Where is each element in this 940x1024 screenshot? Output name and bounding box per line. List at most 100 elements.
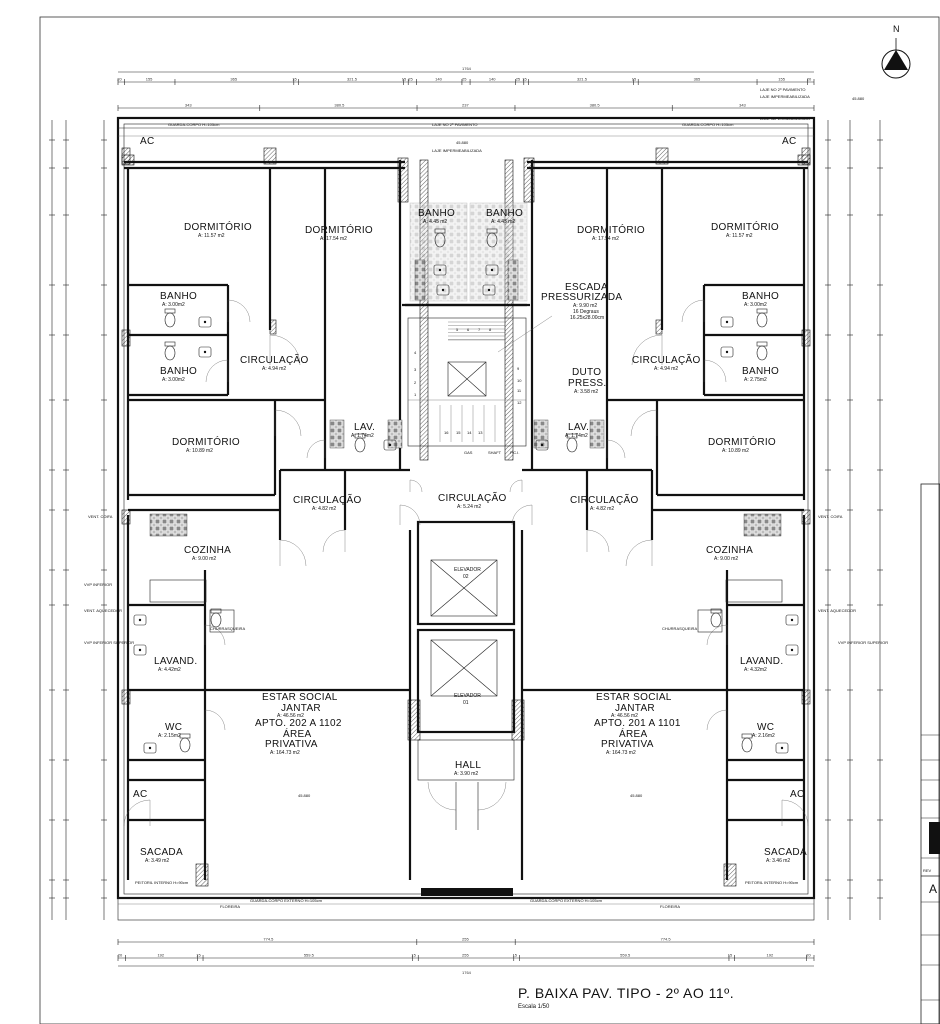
- bottom-dim-value: 774.5: [661, 937, 672, 942]
- pci-label: P.C.I.: [510, 450, 520, 455]
- door-swing: [269, 334, 301, 366]
- bottom-dim2-value: 15: [728, 953, 733, 958]
- column: [195, 863, 209, 887]
- stair-step-number: 10: [517, 378, 522, 383]
- drain-icon: [487, 288, 491, 292]
- kitchen-counter: [725, 579, 783, 603]
- floreira-left-label: FLOREIRA: [220, 904, 240, 909]
- elevador-02-num: 02: [463, 574, 469, 580]
- sink-icon: [485, 264, 499, 276]
- top-dim2-value: 343: [739, 103, 746, 108]
- stair-step-number: 4: [414, 350, 417, 355]
- toilet-icon: [741, 737, 753, 753]
- top-dim2-value: 380.5: [590, 103, 601, 108]
- bottom-dim2-value: 15: [411, 953, 416, 958]
- right-dorm2-area: A: 17.54 m2: [592, 236, 619, 242]
- door-swing: [322, 529, 346, 553]
- level-marker-top: 45.880: [456, 140, 469, 145]
- vvp-left: VVP INFERIOR: [84, 582, 112, 587]
- toilet-tank-icon: [210, 608, 222, 614]
- kitchen-counter: [697, 609, 723, 633]
- bottom-dim2-value: 192: [157, 953, 164, 958]
- left-banho2-area: A: 3.00m2: [162, 377, 185, 383]
- title-block: REV A: [920, 483, 940, 1024]
- top-dim-value: 365: [230, 77, 237, 82]
- top-dim-value: 20: [807, 77, 812, 82]
- left-unit: DORMITÓRIO A: 11.57 m2 DORMITÓRIO A: 17.…: [133, 136, 375, 864]
- left-dorm1-area: A: 11.57 m2: [198, 233, 225, 239]
- sink-icon: [482, 284, 496, 296]
- column: [797, 154, 811, 166]
- door-swing: [306, 439, 326, 459]
- level-marker-right-living: 45.880: [630, 793, 643, 798]
- stair-step-number: 6: [467, 327, 470, 332]
- top-dim2-value: 343: [185, 103, 192, 108]
- top-dim2-value: 237: [462, 103, 469, 108]
- door-swing: [123, 799, 151, 827]
- bottom-dim-value: 255: [462, 937, 469, 942]
- bottom-dim2-value: 15: [513, 953, 518, 958]
- right-ac-label: AC: [790, 789, 805, 800]
- toilet-icon: [566, 437, 578, 453]
- door-swing: [586, 529, 610, 553]
- toilet-tank-icon: [164, 308, 176, 314]
- toilet-tank-icon: [710, 608, 722, 614]
- stair-step-number: 7: [478, 327, 481, 332]
- drain-icon: [540, 443, 544, 447]
- peitoril-right: PEITORIL INTERNO H=90cm: [745, 880, 799, 885]
- sink-icon: [535, 439, 549, 451]
- sink-icon: [383, 439, 397, 451]
- door-swing: [509, 479, 523, 493]
- door-swing: [630, 409, 658, 437]
- right-priv-area: A: 164.73 m2: [606, 750, 636, 756]
- right-sacada-area: A: 3.46 m2: [766, 858, 790, 864]
- toilet-tank-icon: [566, 433, 578, 439]
- door-swing: [227, 299, 251, 323]
- drain-icon: [203, 350, 207, 354]
- toilet-tank-icon: [741, 733, 753, 739]
- sink-icon: [143, 742, 157, 754]
- stair-step-number: 1: [414, 392, 417, 397]
- core-labels: BANHO A: 4.45 m2 BANHO A: 4.45 m2 CIRCUL…: [418, 208, 523, 777]
- right-lavand-label: LAVAND.: [740, 656, 783, 667]
- left-churrasqueira-label: CHURRASQUEIRA: [210, 626, 245, 631]
- guarda-top-left: GUARDA-CORPO H=105cm: [168, 122, 220, 127]
- top-dim-value: 140: [435, 77, 442, 82]
- duto-label: DUTO: [572, 367, 601, 378]
- column: [121, 509, 131, 525]
- core-column: [419, 159, 429, 461]
- drain-icon: [441, 288, 445, 292]
- toilet-tank-icon: [434, 228, 446, 234]
- bottom-dim2-value: 20: [806, 953, 811, 958]
- door-swing: [681, 299, 705, 323]
- laje-imp-label: LAJE IMPERMEABILIZADA: [432, 148, 482, 153]
- left-banho2-label: BANHO: [160, 366, 197, 377]
- sink-icon: [720, 346, 734, 358]
- guarda-bottom-left: GUARDA-CORPO EXTERNO H=105cm: [250, 898, 323, 903]
- laje-top-label: LAJE NO 2º PAVIMENTO: [432, 122, 477, 127]
- laje-pav-label: LAJE NO 2º PAVIMENTO: [760, 87, 805, 92]
- north-label: N: [893, 24, 900, 34]
- right-dorm3-area: A: 10.89 m2: [722, 448, 749, 454]
- door-swing: [781, 799, 809, 827]
- toilet-tank-icon: [354, 433, 366, 439]
- stair-step-number: 5: [456, 327, 459, 332]
- toilet-icon: [164, 345, 176, 361]
- core-banho-right-label: BANHO: [486, 208, 523, 219]
- tiled-wet-areas: [149, 202, 782, 537]
- top-dim-value: 15: [402, 77, 407, 82]
- north-arrow-icon: N: [881, 24, 911, 79]
- column: [397, 157, 409, 203]
- door-swing: [706, 624, 728, 646]
- door-swing: [399, 504, 421, 526]
- left-cozinha-label: COZINHA: [184, 545, 231, 556]
- door-swing: [625, 539, 653, 567]
- column: [121, 154, 135, 166]
- elevador-02-label: ELEVADOR: [454, 567, 481, 573]
- core-circ-area: A: 5.24 m2: [457, 504, 481, 510]
- drain-icon: [438, 268, 442, 272]
- right-circ1-area: A: 4.94 m2: [654, 366, 678, 372]
- right-apto-label: APTO. 201 A 1101: [594, 718, 681, 729]
- stair-step-number: 8: [489, 327, 492, 332]
